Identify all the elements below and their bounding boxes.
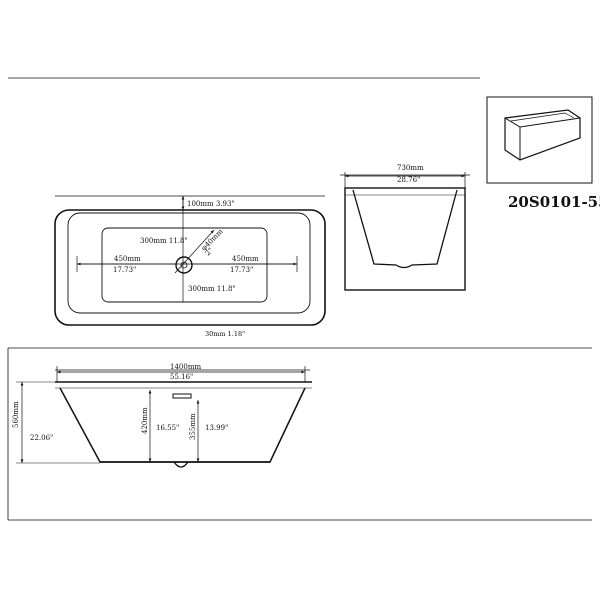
inner-basin-top [101,227,268,303]
dim-top-margin: 100mm 3.93" [187,200,235,208]
perspective-thumbnail [486,96,593,184]
dim-left-in: 17.73" [113,266,136,274]
dim-right-mm: 450mm [232,255,259,263]
dim-height-in: 22.06" [30,434,53,442]
side-view: 730mm 28.76" [340,164,470,291]
drain-cap [173,461,189,468]
tub-outline-top [54,209,326,326]
dim-drain: φ40mm [200,227,225,252]
dim-right-in: 17.73" [230,266,253,274]
dim-overflow-mm: 420mm [141,407,149,434]
dim-width-lower: 300mm 11.8" [188,285,236,293]
overflow-slot [172,393,192,399]
front-view: 1400mm 55.16" 560mm 22.06" 420mm 16.55" … [12,363,312,468]
dim-height-mm: 560mm [12,401,20,428]
dim-front-length-mm: 1400mm [170,363,201,371]
tub-basin-top [67,212,311,314]
dim-overflow-in: 16.55" [156,424,179,432]
dim-drain-inches: 2" [204,246,215,257]
top-view: 100mm 3.93" 300mm 11.8" φ40mm 2" 450mm 1… [54,195,326,338]
dim-depth-in: 13.99" [205,424,228,432]
drain-circle [175,256,193,274]
dim-rim: 30mm 1.18" [205,330,245,338]
side-inner-profile [352,189,458,269]
front-tub-profile [59,387,306,463]
dim-front-length-in: 55.16" [170,373,193,381]
dim-side-width-in: 28.76" [397,176,420,184]
dim-width-upper: 300mm 11.8" [140,237,188,245]
model-number: 20S0101-55 [508,193,600,211]
dim-depth-mm: 355mm [189,413,197,440]
dim-left-mm: 450mm [114,255,141,263]
dim-side-width-mm: 730mm [397,164,424,172]
